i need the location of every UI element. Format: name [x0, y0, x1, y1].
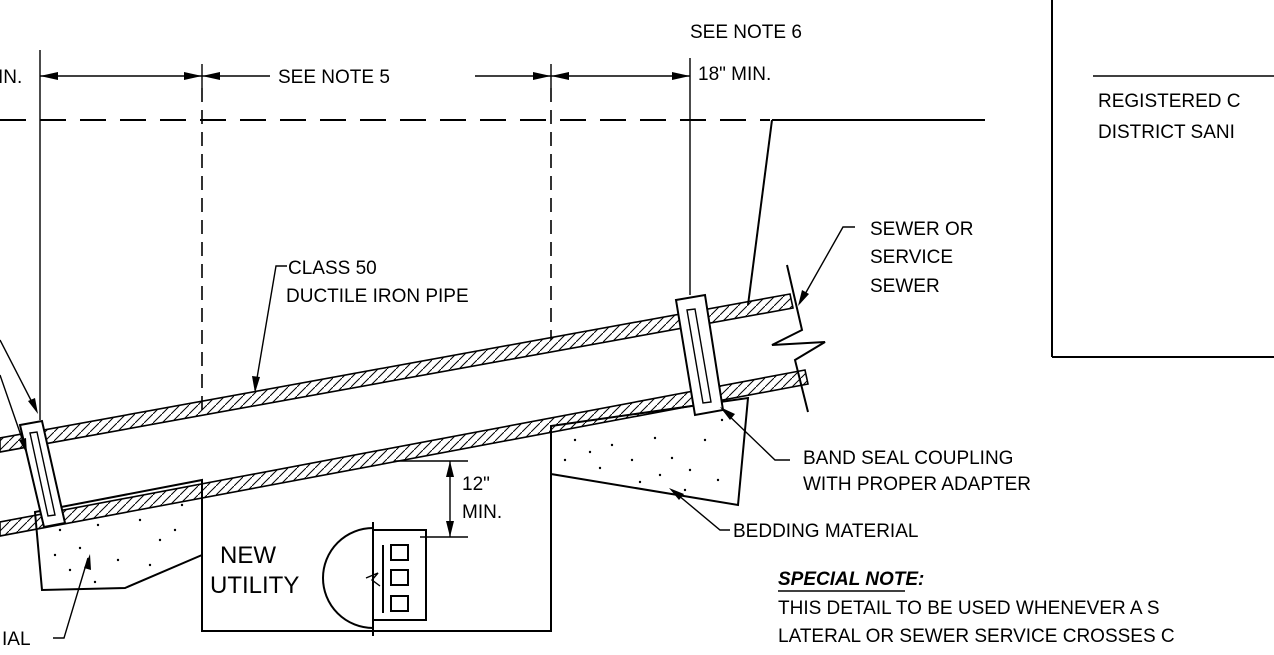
- sewer-label-line2: SERVICE: [870, 247, 953, 268]
- see-note-6-label: SEE NOTE 6: [690, 22, 802, 43]
- class-50-leader: [254, 265, 287, 391]
- sewer-label-line1: SEWER OR: [870, 219, 973, 240]
- left-leader-upper: [0, 339, 37, 411]
- band-seal-coupling-left: [18, 419, 67, 529]
- sewer-leader: [799, 226, 855, 304]
- class-50-label-line2: DUCTILE IRON PIPE: [286, 286, 469, 307]
- class-50-label-line1: CLASS 50: [288, 258, 377, 279]
- bedding-left: [33, 478, 203, 592]
- title-block-line2: DISTRICT SANI: [1098, 122, 1235, 143]
- band-seal-label-line1: BAND SEAL COUPLING: [803, 448, 1013, 469]
- utility-trench: [201, 426, 552, 632]
- band-seal-label-line2: WITH PROPER ADAPTER: [803, 474, 1031, 495]
- clearance-label-line1: 12": [462, 474, 490, 495]
- left-material-label: IAL: [2, 629, 31, 650]
- left-min-label: IN.: [0, 67, 22, 88]
- clearance-label-line2: MIN.: [462, 502, 502, 523]
- ductile-iron-pipe: [0, 293, 809, 537]
- min-18-label: 18" MIN.: [698, 64, 771, 85]
- new-utility-conduit: [322, 522, 427, 636]
- sewer-label-line3: SEWER: [870, 276, 940, 297]
- left-leader-lower: [0, 374, 27, 451]
- band-seal-leader: [722, 409, 790, 461]
- title-block: REGISTERED C DISTRICT SANI: [1051, 0, 1274, 358]
- trench-wall-right: [747, 119, 773, 306]
- material-leader: [53, 557, 89, 639]
- new-utility-label-line2: UTILITY: [210, 572, 299, 599]
- see-note-5-label: SEE NOTE 5: [278, 67, 390, 88]
- bedding-label: BEDDING MATERIAL: [733, 521, 918, 542]
- title-block-line1: REGISTERED C: [1098, 91, 1241, 112]
- clearance-dimension: [395, 460, 468, 538]
- pipe-break-line: [771, 264, 826, 413]
- bedding-leader: [671, 489, 730, 531]
- special-note-line1: THIS DETAIL TO BE USED WHENEVER A S: [778, 598, 1160, 619]
- new-utility-label-line1: NEW: [220, 542, 276, 569]
- special-note-title: SPECIAL NOTE:: [778, 569, 924, 590]
- special-note-line2: LATERAL OR SEWER SERVICE CROSSES C: [778, 626, 1175, 647]
- top-dimension-line: [39, 50, 691, 420]
